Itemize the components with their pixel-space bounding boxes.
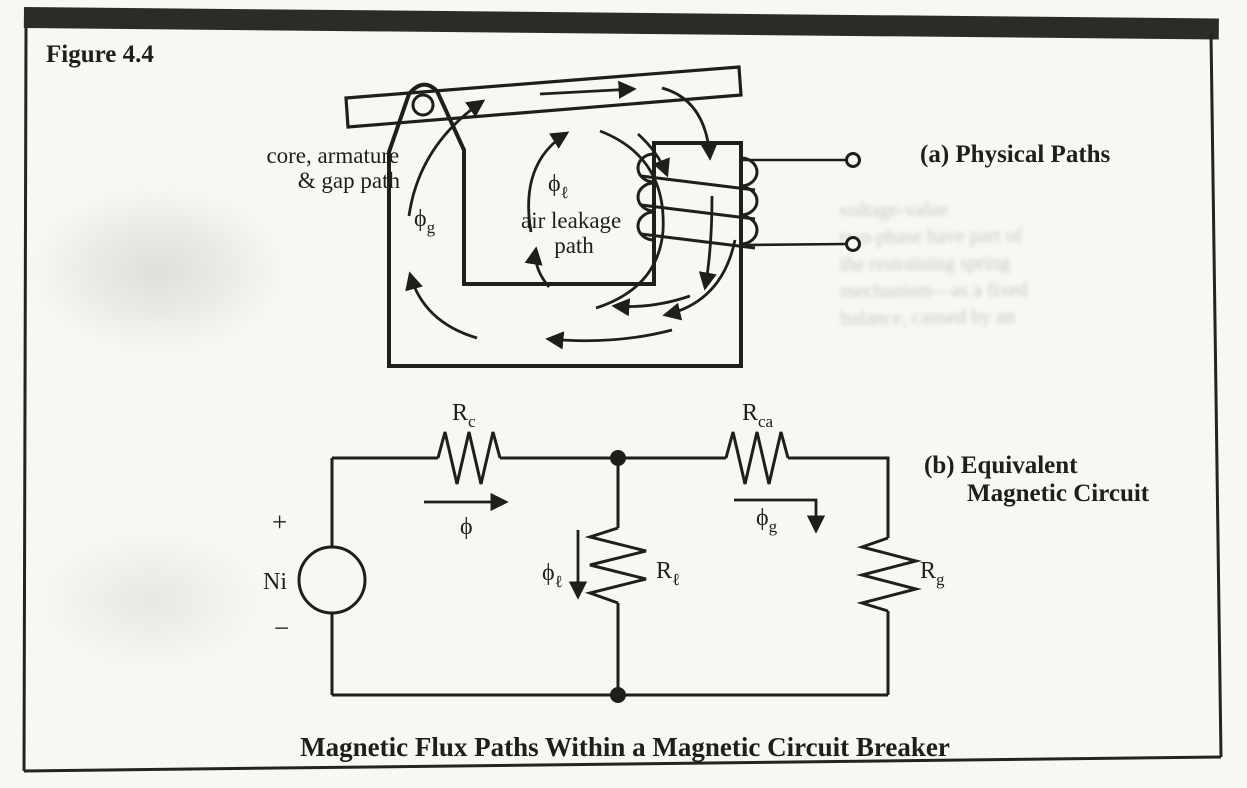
source-minus-sign: − [274,613,289,643]
flux-arrow [637,132,670,178]
physical-paths-diagram: core, armature & gap path ϕg ϕℓ air leak… [266,65,1111,368]
figure-number: Figure 4.4 [46,41,154,68]
core-path-label: core, armature & gap path [266,143,405,193]
main-flux-arrows [405,80,737,350]
circuit-wires [330,431,922,697]
source-plus-sign: + [272,507,287,537]
rca-label: Rca [742,400,774,431]
flux-arrow [661,86,719,161]
figure-caption: Magnetic Flux Paths Within a Magnetic Ci… [300,732,950,762]
rl-label: Rℓ [656,558,680,589]
leakage-flux-loop [524,129,665,310]
circuit-flux-arrows [424,492,826,600]
junction-node [610,687,626,703]
mmf-source-circle [297,545,367,615]
coil-leads [742,158,847,247]
reluctance-rl-symbol [584,526,647,605]
flux-arrow [545,328,673,350]
flux-arrow [527,131,570,233]
pivot-circle [411,93,435,117]
figure-border [22,27,1223,773]
flux-arrow [524,246,551,288]
flux-arrow [405,271,478,340]
flux-arrow [407,99,486,217]
terminal-circle [845,152,861,168]
flux-leakage-label: ϕℓ [548,171,569,202]
rc-label: Rc [452,400,476,431]
reluctance-rca-symbol [724,431,790,485]
reluctance-rg-symbol [856,536,922,613]
reluctance-rc-symbol [436,431,502,485]
flux-total-label: ϕ [460,514,473,540]
junction-node [610,450,626,466]
flux-arrow [539,80,637,99]
flux-arrow [734,498,826,534]
flux-curve [595,129,665,310]
terminal-circle [845,236,861,252]
section-a-label: (a) Physical Paths [920,141,1111,168]
equivalent-circuit-diagram: Rc Rca Rℓ Rg ϕ ϕg ϕℓ + Ni − [263,400,1150,703]
flux-gap-label: ϕg [414,206,436,237]
rg-label: Rg [920,558,945,589]
armature-bar [344,65,743,129]
flux-arrow [662,239,737,321]
flux-leakage-circuit-label: ϕℓ [542,560,563,591]
flux-gap-circuit-label: ϕg [756,505,778,536]
flux-arrow [698,195,717,291]
section-b-label: (b) Equivalent Magnetic Circuit [924,452,1150,507]
source-name-label: Ni [263,569,287,595]
air-leakage-label: air leakage path [521,208,627,258]
flux-arrow [611,294,691,317]
